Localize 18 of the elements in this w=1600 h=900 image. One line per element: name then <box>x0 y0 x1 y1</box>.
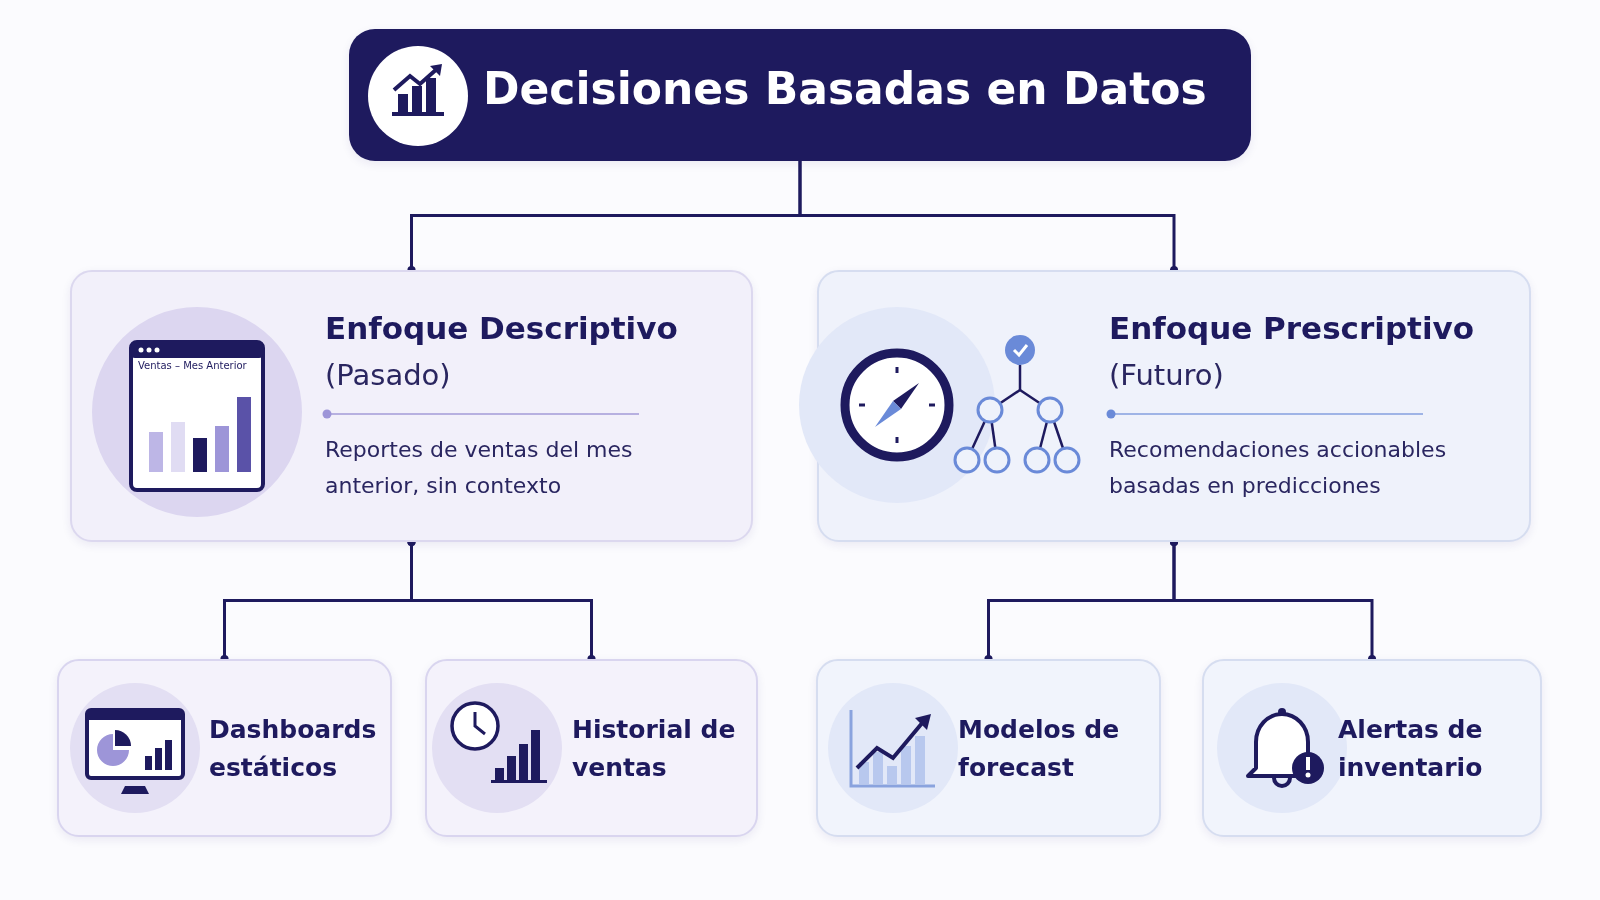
window-title: Ventas – Mes Anterior <box>138 360 248 371</box>
approach-card <box>70 270 753 542</box>
card-label: Dashboards estáticos <box>209 714 378 784</box>
title-banner <box>349 29 1251 161</box>
subheading: (Futuro) <box>1109 358 1225 393</box>
card-label: Modelos de forecast <box>958 714 1121 784</box>
example-card <box>57 659 392 837</box>
example-card <box>1202 659 1542 837</box>
heading: Enfoque Descriptivo <box>325 310 679 348</box>
card-label: Alertas de inventario <box>1338 714 1484 784</box>
subheading: (Pasado) <box>325 358 452 393</box>
example-card <box>425 659 758 837</box>
description: Reportes de ventas del mes anterior, sin contexto <box>325 436 634 500</box>
title-text: Decisiones Basadas en Datos <box>483 63 1207 114</box>
card-label: Historial de ventas <box>572 714 737 784</box>
heading: Enfoque Prescriptivo <box>1109 310 1476 348</box>
example-card <box>816 659 1161 837</box>
description: Recomendaciones accionables basadas en predicciones <box>1109 436 1448 500</box>
